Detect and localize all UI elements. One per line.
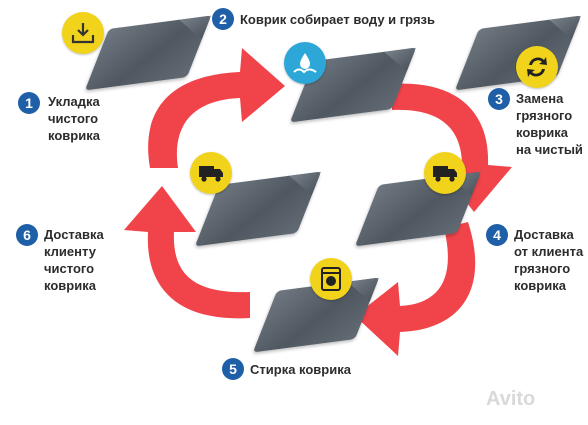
truck-icon (424, 152, 466, 194)
water-splash-icon (284, 42, 326, 84)
washing-machine-icon (310, 258, 352, 300)
step-2-number: 2 (212, 8, 234, 30)
arrow-left-bottom (124, 186, 250, 319)
arrow-right-top (392, 83, 512, 212)
step-2-label: Коврик собирает воду и грязь (240, 12, 435, 27)
arrow-right-bottom (355, 222, 476, 356)
truck-icon (190, 152, 232, 194)
step-1-number: 1 (18, 92, 40, 114)
step-3-number: 3 (488, 88, 510, 110)
arrow-top-left (148, 48, 285, 168)
step-5-number: 5 (222, 358, 244, 380)
step-5-label: Стирка коврика (250, 362, 351, 377)
avito-watermark: Avito (486, 388, 536, 410)
step-6-number: 6 (16, 224, 38, 246)
step-4-number: 4 (486, 224, 508, 246)
download-tray-icon (62, 12, 104, 54)
recycle-icon (516, 46, 558, 88)
